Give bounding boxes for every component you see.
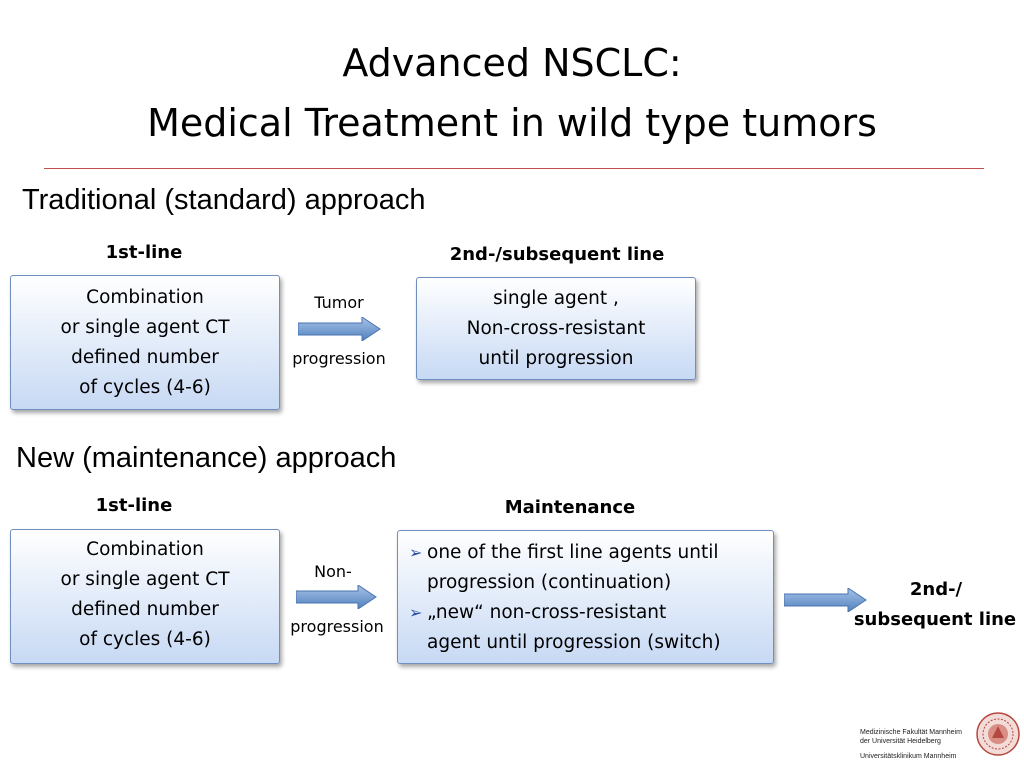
bullet-line: one of the first line agents until <box>427 542 719 563</box>
maintenance-first-line-box: Combination or single agent CT defined n… <box>10 529 280 664</box>
logo-text-line1: Medizinische Fakultät Mannheim <box>860 729 962 736</box>
maintenance-bullet-item: ➢ one of the first line agents until pro… <box>409 538 773 598</box>
maintenance-first-line-label: 1st-line <box>95 495 173 516</box>
logo-text-line2: der Universität Heidelberg <box>860 738 941 745</box>
maintenance-box: ➢ one of the first line agents until pro… <box>397 530 774 664</box>
right-arrow-icon <box>784 588 867 612</box>
traditional-second-line-box: single agent , Non-cross-resistant until… <box>416 277 696 380</box>
box-line: Combination <box>86 287 204 308</box>
box-line: defined number <box>71 347 219 368</box>
traditional-approach-heading: Traditional (standard) approach <box>22 184 426 216</box>
traditional-second-line-label: 2nd-/subsequent line <box>449 244 665 265</box>
box-line: until progression <box>478 348 634 369</box>
progression-label: progression <box>292 349 386 368</box>
box-line: defined number <box>71 599 219 620</box>
slide-title-line2: Medical Treatment in wild type tumors <box>147 101 877 145</box>
subsequent-line-label-bottom: subsequent line <box>853 609 1017 630</box>
box-line: Non-cross-resistant <box>466 318 646 339</box>
tumor-label: Tumor <box>314 293 364 312</box>
maintenance-label: Maintenance <box>504 497 636 518</box>
right-arrow-icon <box>296 585 377 609</box>
university-seal-icon <box>976 712 1020 756</box>
maintenance-approach-heading: New (maintenance) approach <box>16 442 397 474</box>
arrow-bullet-icon: ➢ <box>409 603 423 622</box>
title-divider <box>44 168 984 169</box>
box-line: of cycles (4-6) <box>79 629 211 650</box>
box-line: or single agent CT <box>60 569 230 590</box>
progression-label: progression <box>290 617 384 636</box>
traditional-first-line-box: Combination or single agent CT defined n… <box>10 275 280 410</box>
logo-text-line3: Universitätsklinikum Mannheim <box>860 753 957 760</box>
bullet-line: „new“ non-cross-resistant <box>427 602 667 623</box>
box-line: single agent , <box>493 288 619 309</box>
subsequent-line-label-top: 2nd-/ <box>909 579 963 600</box>
traditional-first-line-label: 1st-line <box>105 242 183 263</box>
arrow-bullet-icon: ➢ <box>409 543 423 562</box>
non-label: Non- <box>314 562 352 581</box>
slide-title-line1: Advanced NSCLC: <box>342 41 682 85</box>
bullet-line: progression (continuation) <box>427 572 672 593</box>
bullet-line: agent until progression (switch) <box>427 632 721 653</box>
right-arrow-icon <box>298 317 381 341</box>
box-line: of cycles (4-6) <box>79 377 211 398</box>
box-line: or single agent CT <box>60 317 230 338</box>
box-line: Combination <box>86 539 204 560</box>
maintenance-bullet-item: ➢ „new“ non-cross-resistant agent until … <box>409 598 773 658</box>
